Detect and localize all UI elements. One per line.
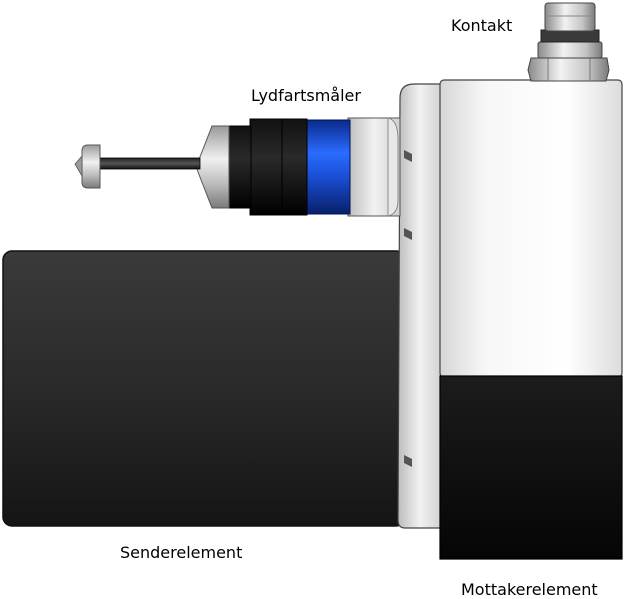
sound-velocity-meter-label: Lydfartsmåler: [251, 86, 361, 105]
sound-velocity-meter-holder: [347, 117, 401, 217]
receiver-element: [439, 375, 623, 560]
transmitter-element: [2, 250, 406, 527]
side-housing: [397, 83, 443, 529]
sound-velocity-meter: [74, 118, 351, 216]
receiver-element-label: Mottakerelement: [461, 580, 598, 599]
main-housing: [439, 79, 623, 378]
transmitter-element-label: Senderelement: [120, 543, 243, 562]
connector: [527, 2, 610, 82]
connector-label: Kontakt: [451, 16, 513, 35]
